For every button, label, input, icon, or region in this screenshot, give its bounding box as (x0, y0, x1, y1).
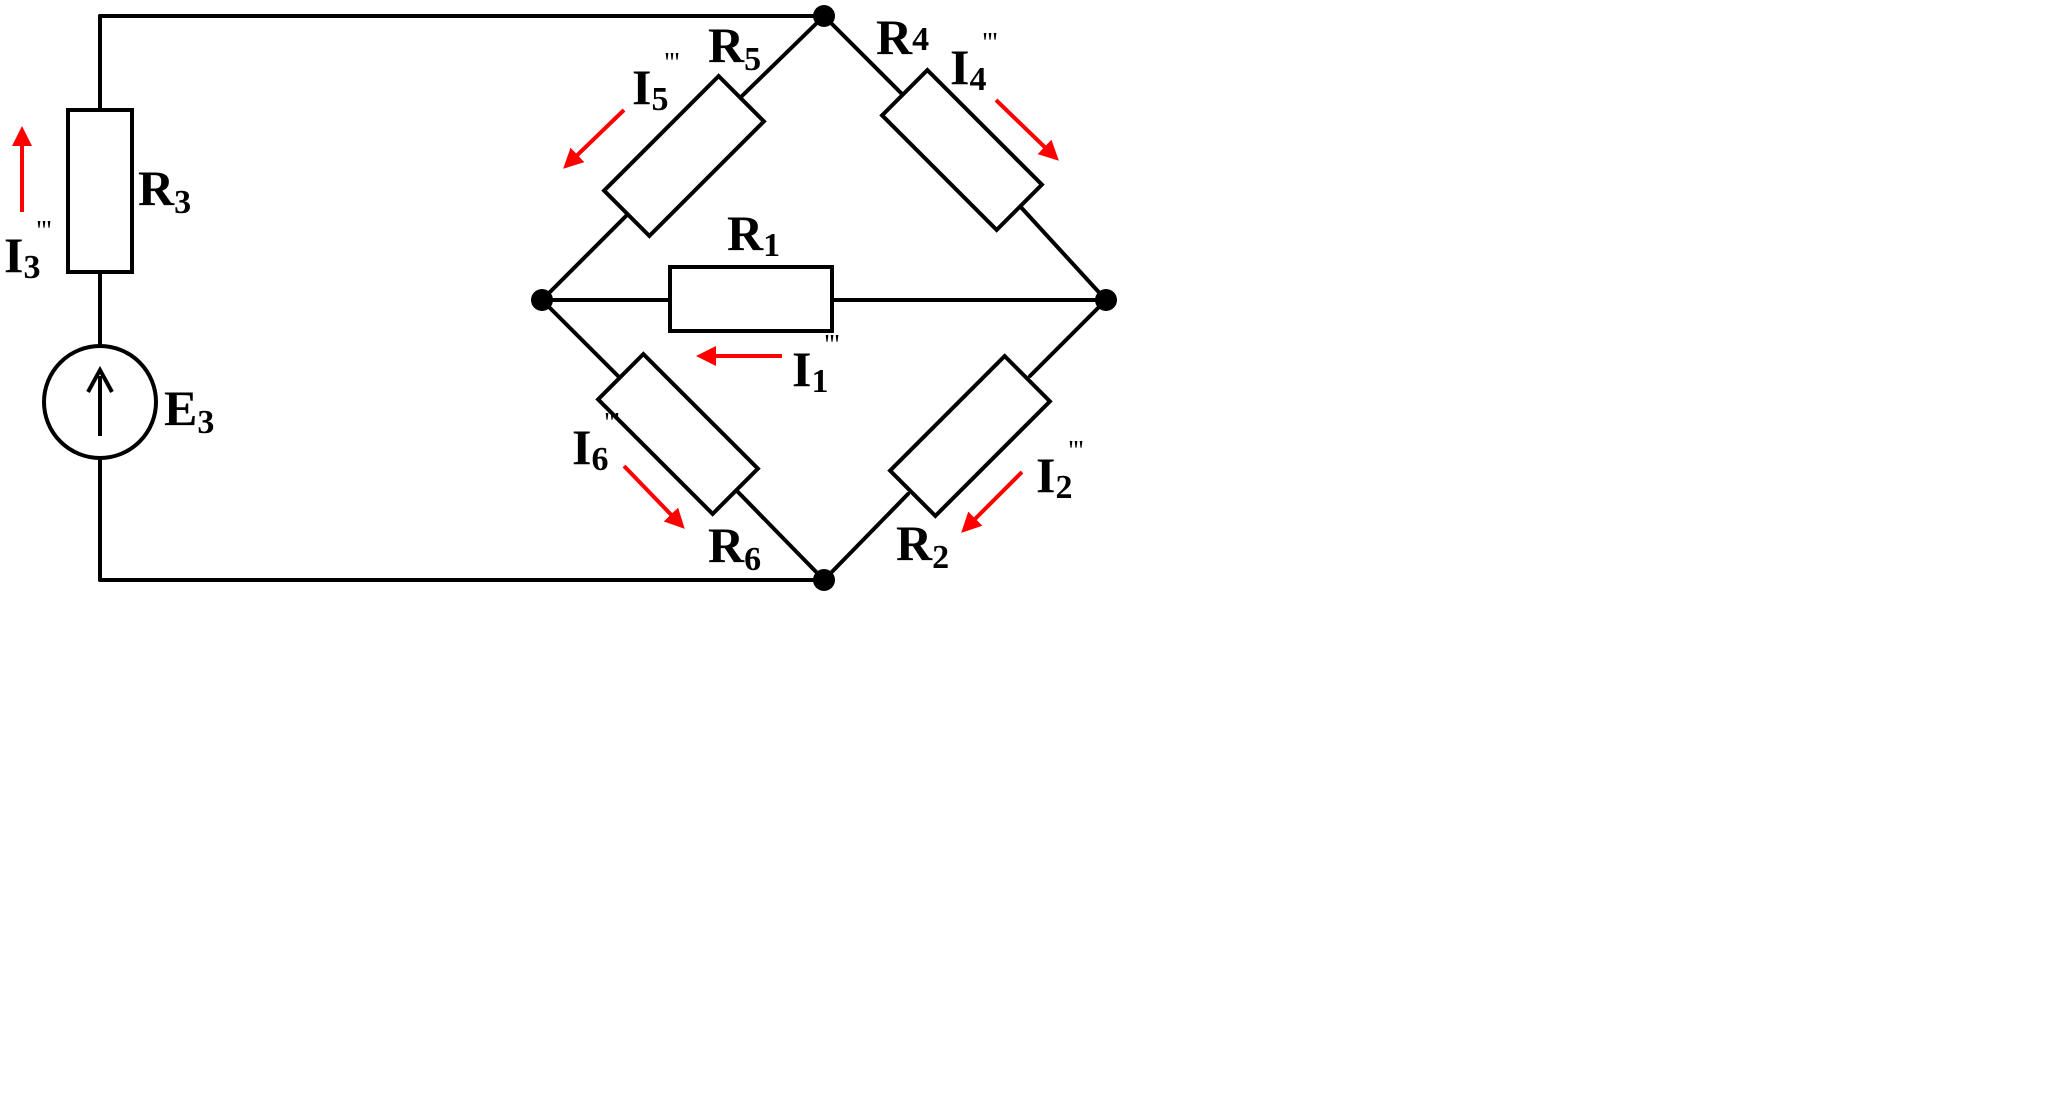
label-i5: I5''' (632, 48, 680, 118)
label-i3: I3''' (4, 216, 52, 286)
label-i6: I6''' (572, 408, 620, 478)
resistor-r5 (601, 73, 767, 239)
node-left (531, 289, 553, 311)
wire-r5-top (740, 14, 826, 98)
labels: R3 E3 R5 R4 R1 R6 R2 I3''' I5''' I4''' (4, 9, 1084, 578)
current-arrow-i5-icon (563, 108, 626, 169)
current-arrow-i2-icon (961, 470, 1024, 533)
wires (98, 14, 1108, 582)
wire-r2-bottom (822, 492, 910, 582)
voltage-source-e3 (42, 344, 158, 460)
source-arrow-head-icon (86, 365, 114, 393)
wire-r4-top (822, 14, 908, 100)
label-i4: I4''' (950, 28, 998, 98)
label-r2: R2 (896, 515, 949, 576)
wire-r4-bottom (1016, 202, 1108, 302)
nodes (531, 5, 1117, 591)
label-i2: I2''' (1036, 436, 1084, 506)
label-r1: R1 (727, 205, 780, 264)
node-right (1095, 289, 1117, 311)
wire-r6-top (540, 298, 620, 378)
current-arrow-i6-icon (622, 464, 685, 529)
resistor-r1 (668, 265, 834, 333)
wire-r6-bottom (736, 490, 826, 582)
label-r4: R4 (876, 9, 929, 65)
wire-r5-bottom (540, 214, 628, 302)
node-bottom (813, 569, 835, 591)
resistors (66, 67, 1053, 519)
label-i1: I1''' (792, 330, 840, 400)
resistor-r3 (66, 108, 134, 274)
wire-r2-top (1028, 298, 1108, 378)
label-r5: R5 (708, 17, 761, 78)
resistor-r6 (595, 351, 761, 517)
current-arrow-i4-icon (994, 98, 1059, 161)
current-arrows (11, 98, 1059, 533)
resistor-r4 (879, 67, 1045, 233)
resistor-r2 (887, 353, 1053, 519)
label-r3: R3 (138, 160, 191, 221)
node-top (813, 5, 835, 27)
label-r6: R6 (708, 517, 761, 578)
label-e3: E3 (164, 380, 214, 441)
